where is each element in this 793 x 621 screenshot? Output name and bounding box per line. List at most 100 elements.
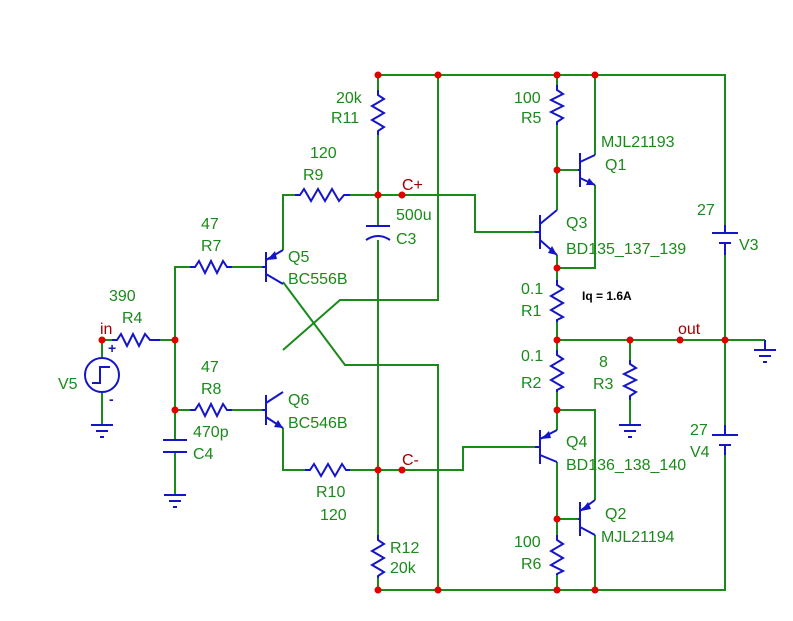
grounds [91, 340, 776, 508]
node-dot [374, 71, 382, 79]
r8-name: R8 [201, 381, 222, 398]
wire-q6-collector-cross [282, 75, 439, 351]
resistor-r9[interactable] [295, 187, 350, 203]
c3-value: 500u [396, 207, 432, 224]
c3-name: C3 [396, 231, 417, 248]
r2-value: 0.1 [521, 348, 543, 365]
q3-part: BD135_137_139 [566, 241, 686, 258]
node-dot [553, 406, 561, 414]
net-label-out: out [678, 321, 701, 338]
sources [84, 225, 738, 455]
v4-name: V4 [690, 444, 710, 461]
r4-name: R4 [122, 310, 143, 327]
r3-name: R3 [593, 376, 614, 393]
q6-name: Q6 [288, 392, 309, 409]
q2-part: MJL21194 [601, 529, 675, 546]
v3-value: 27 [697, 202, 715, 219]
resistor-r7[interactable] [190, 258, 232, 276]
node-dot [171, 406, 179, 414]
node-dot [553, 586, 561, 594]
resistor-r1[interactable] [549, 280, 566, 322]
resistor-r6[interactable] [548, 535, 566, 575]
r11-name: R11 [331, 110, 359, 127]
node-dot [374, 191, 382, 199]
wire-top-rail [378, 74, 726, 225]
node-dot [626, 336, 634, 344]
net-label-cplus: C+ [402, 177, 423, 194]
node-dot [171, 336, 179, 344]
transistor-q4[interactable] [535, 429, 558, 464]
r9-name: R9 [303, 167, 324, 184]
node-dot [553, 515, 561, 523]
wire-cminus-to-q4 [378, 446, 535, 471]
resistor-r3[interactable] [621, 360, 639, 400]
node-dot [553, 166, 561, 174]
wire-q5-collector-cross [282, 281, 439, 590]
c4-value: 470p [193, 424, 229, 441]
transistor-q5[interactable] [262, 249, 284, 285]
q5-part: BC556B [288, 271, 348, 288]
r7-value: 47 [201, 216, 219, 233]
node-dot [398, 466, 406, 474]
resistor-r11[interactable] [370, 90, 386, 135]
resistor-r10[interactable] [305, 462, 350, 478]
q1-name: Q1 [605, 157, 626, 174]
wire-cplus-to-q3 [378, 194, 535, 233]
capacitor-c4[interactable] [163, 439, 187, 453]
q2-name: Q2 [605, 506, 626, 523]
r8-value: 47 [201, 359, 219, 376]
q1-part: MJL21193 [601, 134, 675, 151]
resistor-r12[interactable] [370, 535, 386, 578]
r10-name: R10 [316, 484, 345, 501]
nodes [98, 71, 729, 594]
labels: C+ C- in out Iq = 1.6A 20k R11 R12 20k 1… [58, 90, 759, 577]
resistor-r2[interactable] [549, 350, 566, 392]
v3-name: V3 [739, 237, 759, 254]
q4-name: Q4 [566, 434, 587, 451]
node-dot [721, 336, 729, 344]
r6-name: R6 [521, 556, 542, 573]
v4-value: 27 [690, 422, 708, 439]
transistor-q2[interactable] [578, 499, 596, 536]
node-dot [553, 264, 561, 272]
wire-q6-to-r10 [282, 428, 305, 471]
node-dot [398, 191, 406, 199]
node-dot [434, 586, 442, 594]
v5-name: V5 [58, 376, 78, 393]
ground-icon-supply [754, 340, 776, 363]
node-dot [591, 586, 599, 594]
r12-name: R12 [390, 540, 419, 557]
r7-name: R7 [201, 238, 222, 255]
transistors [262, 153, 596, 536]
node-dot [374, 586, 382, 594]
capacitor-c3[interactable] [365, 225, 391, 241]
step-source-v5[interactable] [84, 357, 120, 393]
node-dot [374, 466, 382, 474]
ground-icon-r3 [619, 424, 641, 438]
node-dot [553, 336, 561, 344]
transistor-q3[interactable] [535, 209, 558, 256]
r4-value: 390 [109, 288, 136, 305]
resistor-r5[interactable] [548, 85, 566, 125]
net-label-in: in [100, 321, 112, 338]
resistors [112, 85, 639, 578]
ground-icon-v5 [91, 424, 113, 438]
r1-name: R1 [521, 303, 542, 320]
voltage-source-v4[interactable] [712, 425, 738, 455]
node-dot [98, 336, 106, 344]
capacitors [163, 225, 391, 453]
resistor-r4[interactable] [112, 331, 160, 349]
ground-icon-c4 [164, 494, 186, 508]
r10-value: 120 [320, 507, 347, 524]
transistor-q1[interactable] [578, 153, 596, 187]
transistor-q6[interactable] [262, 391, 284, 429]
wire-node-to-r7 [174, 266, 190, 340]
resistor-r8[interactable] [190, 401, 232, 419]
r12-value: 20k [390, 560, 417, 577]
r5-name: R5 [521, 110, 542, 127]
r5-value: 100 [514, 90, 541, 107]
node-dot [434, 71, 442, 79]
r9-value: 120 [310, 145, 337, 162]
voltage-source-v3[interactable] [712, 225, 738, 255]
